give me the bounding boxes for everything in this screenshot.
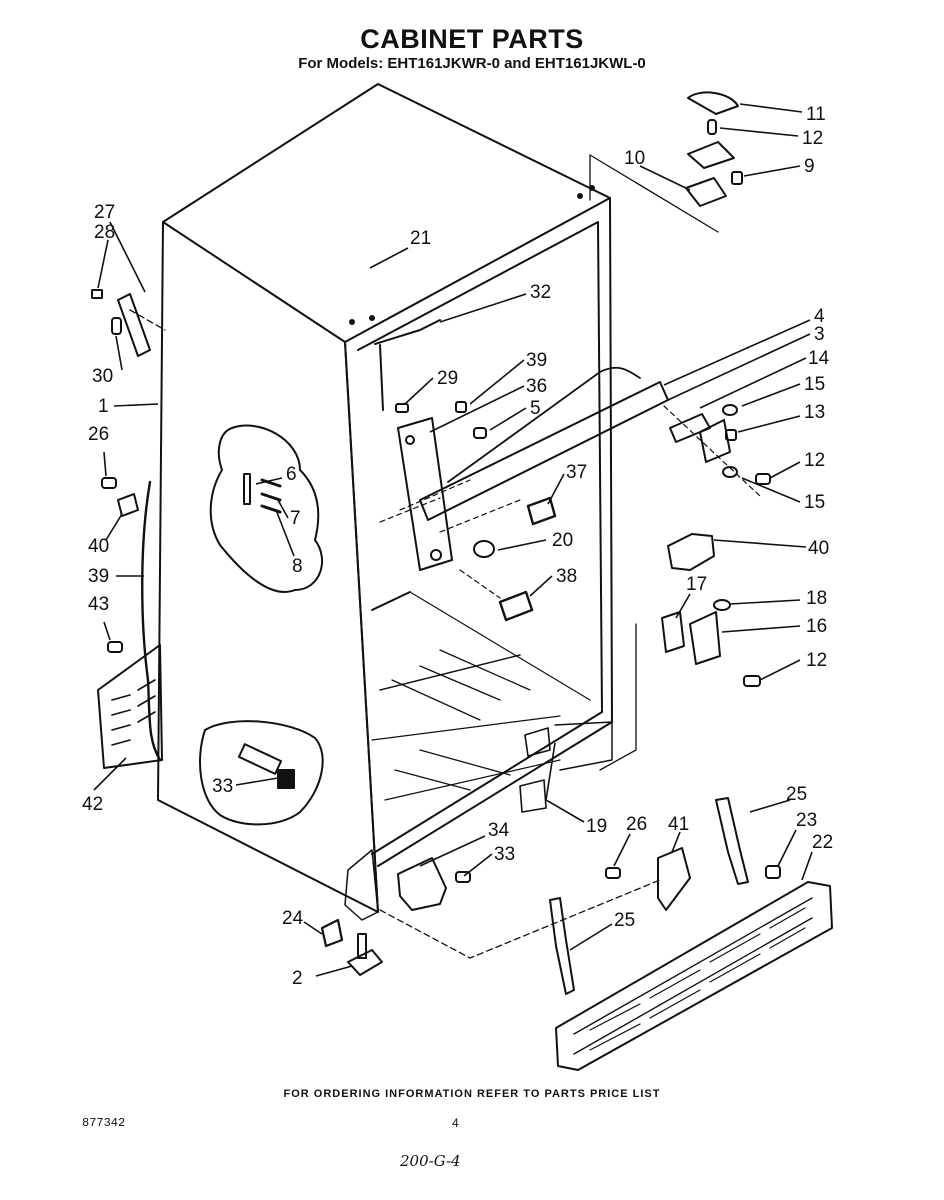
callout-28-mid: 29 <box>437 368 458 389</box>
callout-9: 9 <box>804 156 815 177</box>
callout-33: 33 <box>494 844 515 865</box>
model-subtitle: For Models: EHT161JKWR-0 and EHT161JKWL-… <box>298 55 646 72</box>
callout-12-top: 12 <box>802 128 823 149</box>
callout-39: 39 <box>88 566 109 587</box>
callout-34: 36 <box>526 376 547 397</box>
callout-43: 43 <box>88 594 109 615</box>
door-hardware <box>374 319 771 813</box>
callout-35: 37 <box>566 462 587 483</box>
callout-10: 10 <box>624 148 645 169</box>
callout-leaders <box>93 103 813 977</box>
left-parts <box>91 289 166 769</box>
cutaway-upper <box>209 424 324 593</box>
cabinet-body <box>157 83 613 921</box>
callout-7: 7 <box>290 508 301 529</box>
callout-27: 27 <box>94 202 115 223</box>
callout-38: 40 <box>808 538 829 559</box>
callout-12-lower: 12 <box>806 650 827 671</box>
callout-41: 41 <box>668 814 689 835</box>
callout-16: 16 <box>806 616 827 637</box>
callout-26-base: 26 <box>626 814 647 835</box>
callout-31: 33 <box>212 776 233 797</box>
callout-12-mid: 12 <box>804 450 825 471</box>
callout-3: 3 <box>814 324 825 345</box>
callout-22: 22 <box>812 832 833 853</box>
document-number: 877342 <box>82 1116 126 1130</box>
callout-28-left: 28 <box>94 222 115 243</box>
callout-37: 39 <box>526 350 547 371</box>
callout-14: 14 <box>808 348 830 369</box>
base-parts <box>320 797 833 1071</box>
handwritten-note: 200-G-4 <box>400 1152 461 1170</box>
callout-26-left: 26 <box>88 424 109 445</box>
page-number: 4 <box>452 1116 459 1130</box>
callout-4: 4 <box>814 306 825 327</box>
callout-19: 19 <box>586 816 607 837</box>
callout-5: 5 <box>530 398 541 419</box>
callout-8: 8 <box>292 556 303 577</box>
page-title: CABINET PARTS <box>360 24 584 54</box>
callout-numbers: 11 12 9 10 21 32 4 3 14 15 13 12 15 39 3… <box>82 104 833 989</box>
callout-32: 34 <box>488 820 510 841</box>
callout-24: 24 <box>282 908 304 929</box>
callout-2: 2 <box>292 968 303 989</box>
callout-20: 20 <box>552 530 573 551</box>
callout-13: 13 <box>804 402 825 423</box>
callout-25-center: 25 <box>614 910 635 931</box>
top-hinge <box>589 91 743 233</box>
callout-21: 21 <box>410 228 431 249</box>
callout-11: 11 <box>806 104 826 125</box>
callout-15-lower: 15 <box>804 492 825 513</box>
callout-40: 40 <box>88 536 109 557</box>
callout-18: 18 <box>806 588 827 609</box>
callout-23: 23 <box>796 810 817 831</box>
callout-30: 32 <box>530 282 551 303</box>
callout-36: 38 <box>556 566 577 587</box>
callout-29: 30 <box>92 366 113 387</box>
callout-15-upper: 15 <box>804 374 825 395</box>
ordering-note: FOR ORDERING INFORMATION REFER TO PARTS … <box>283 1088 661 1100</box>
callout-1: 1 <box>98 396 109 417</box>
cutaway-lower <box>199 720 324 826</box>
callout-6: 6 <box>286 464 297 485</box>
callout-25-right: 25 <box>786 784 807 805</box>
callout-17: 17 <box>686 574 707 595</box>
callout-42: 42 <box>82 794 103 815</box>
